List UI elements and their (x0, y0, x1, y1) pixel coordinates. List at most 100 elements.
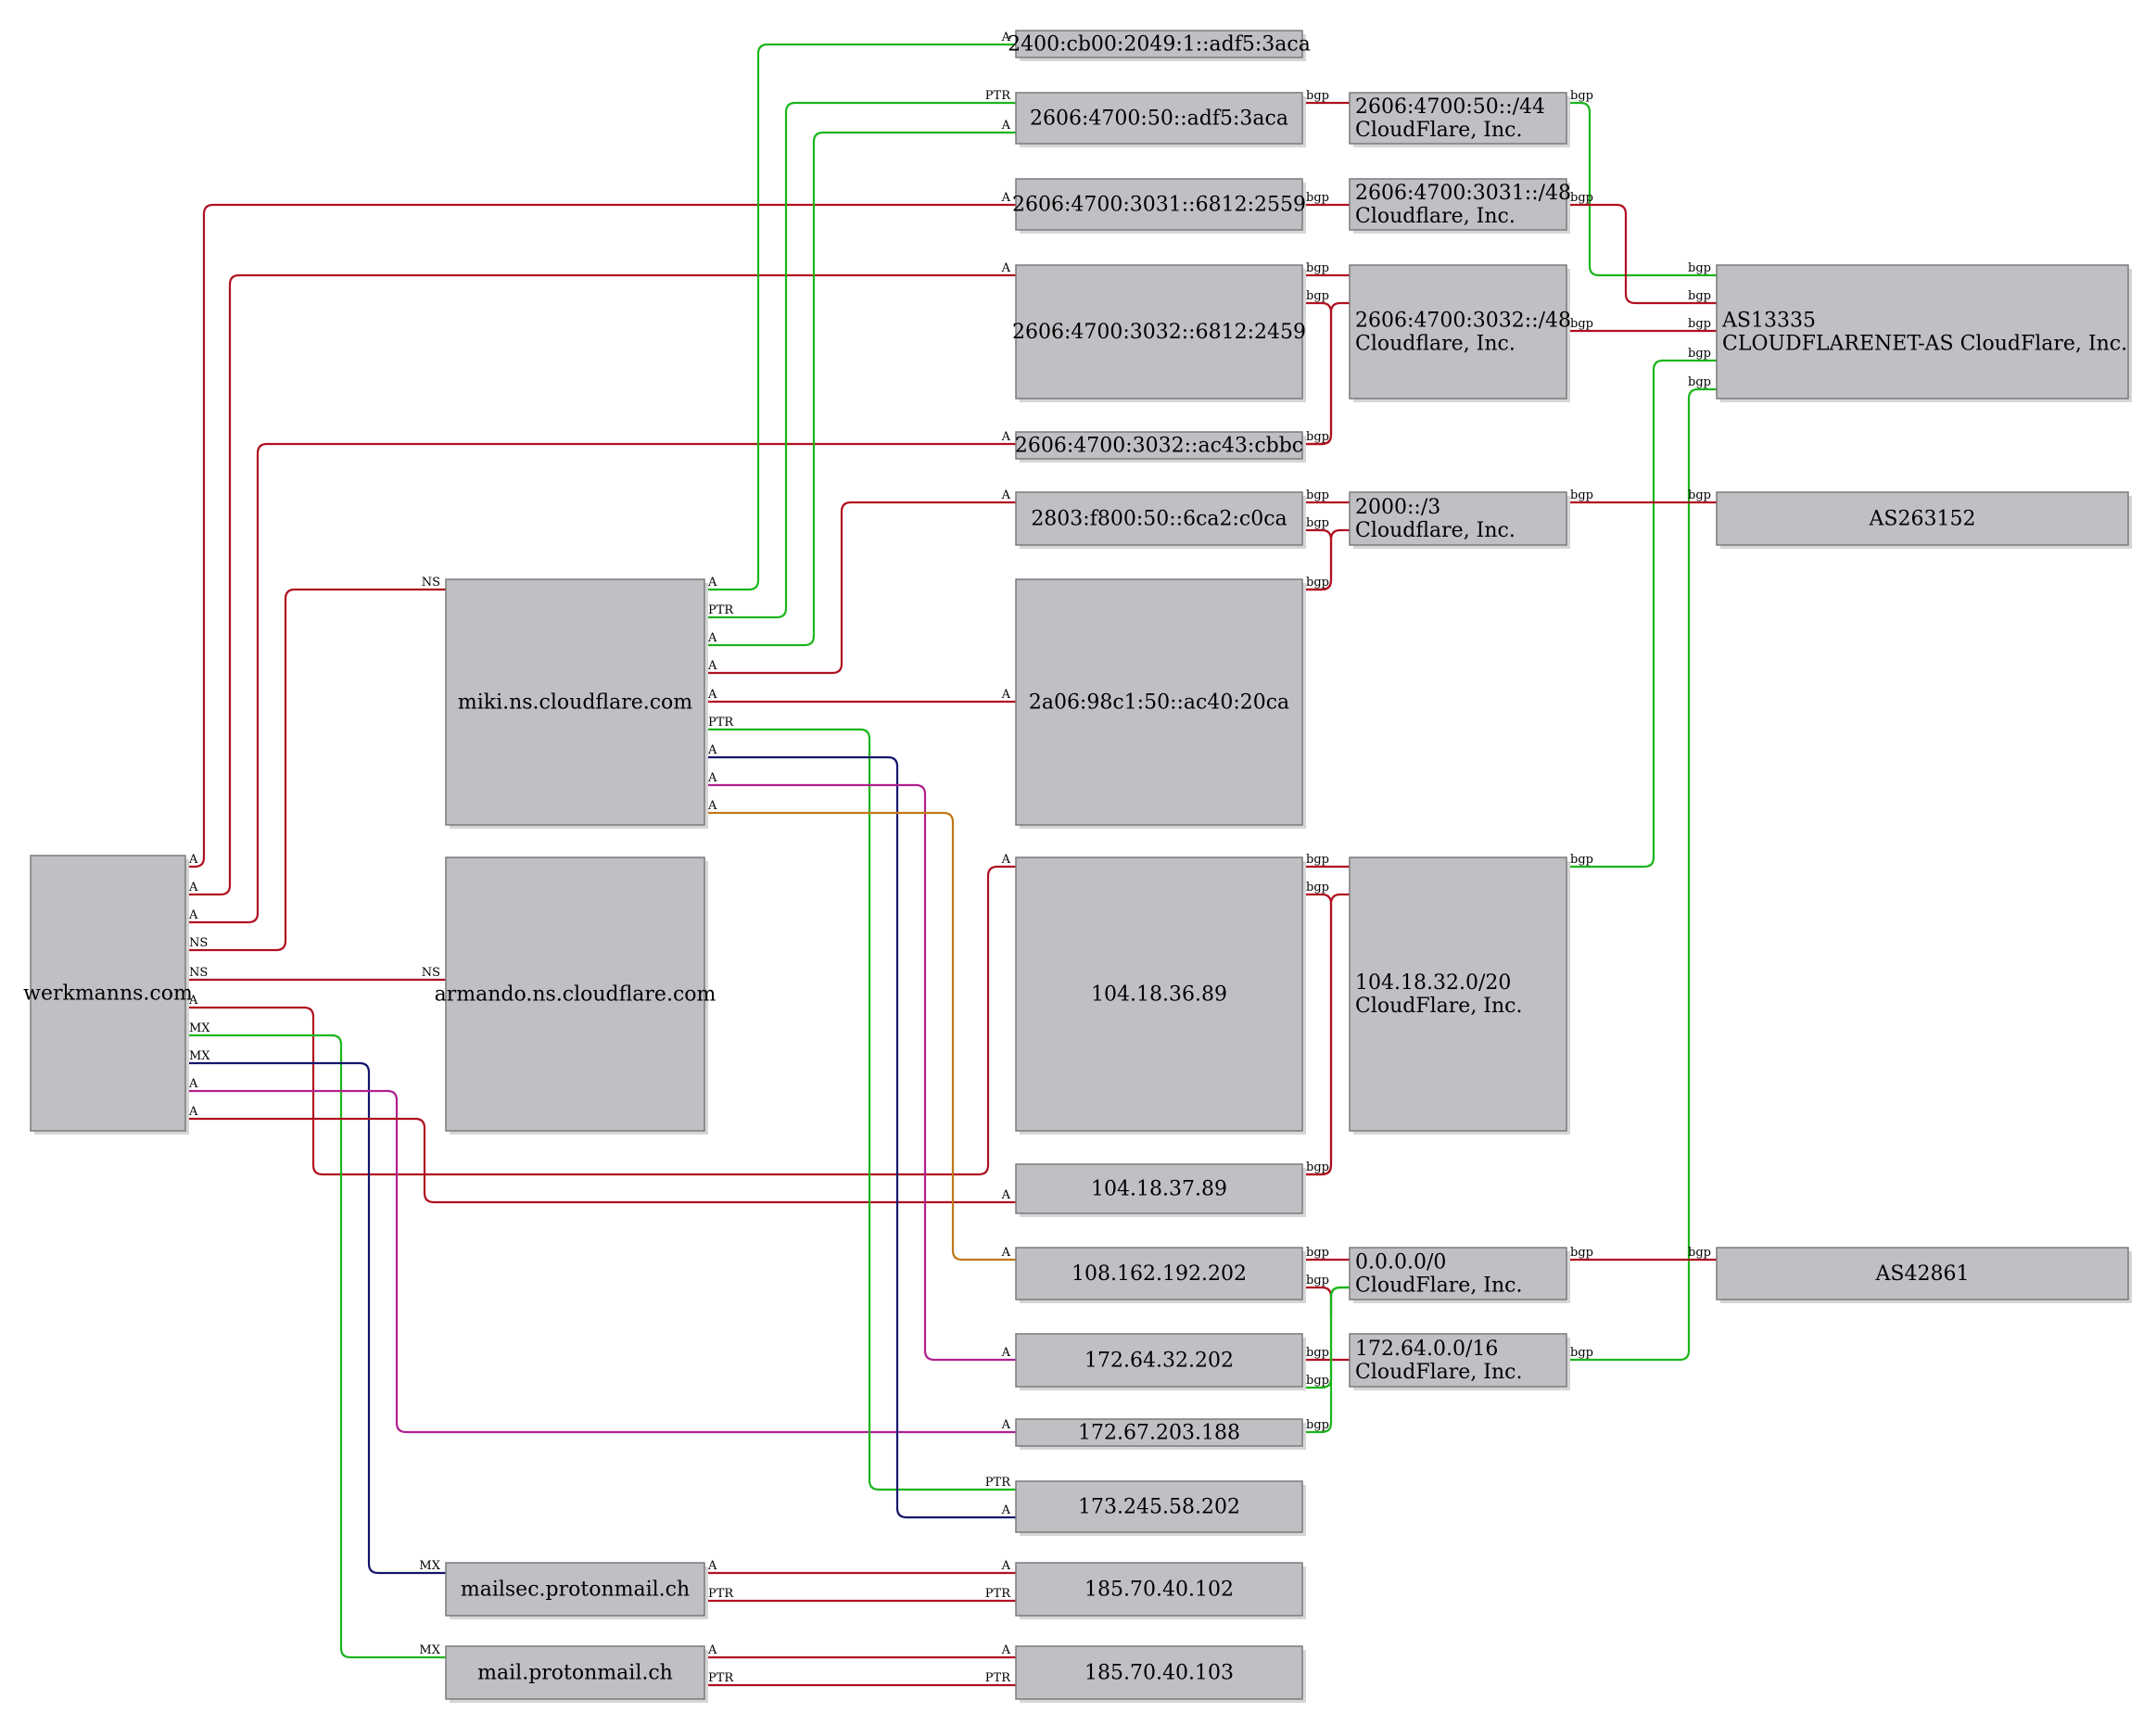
edge-source-label: bgp (1570, 89, 1593, 103)
node-label: 2606:4700:3032::/48 (1355, 310, 1571, 333)
edge-source-label: A (707, 799, 717, 813)
node-ip-173[interactable]: 173.245.58.202 (1015, 1480, 1306, 1536)
edge-target-label: A (1001, 1418, 1011, 1432)
node-box (1015, 491, 1303, 546)
node-ip-2a06[interactable]: 2a06:98c1:50::ac40:20ca (1015, 578, 1306, 829)
node-armando[interactable]: armando.ns.cloudflare.com (435, 856, 717, 1135)
edge-source-label: bgp (1570, 191, 1593, 205)
node-box (1015, 1562, 1303, 1617)
node-box (445, 856, 705, 1132)
node-box (1015, 92, 1303, 145)
node-ip-2606-3032-b[interactable]: 2606:4700:3032::ac43:cbbc (1015, 431, 1306, 463)
node-label: 2803:f800:50::6ca2:c0ca (1031, 508, 1287, 531)
node-ip-172-67[interactable]: 172.67.203.188 (1015, 1418, 1306, 1450)
node-werkmanns[interactable]: werkmanns.com (23, 855, 193, 1135)
edge-target-label: A (1001, 488, 1011, 502)
edge-source-label: bgp (1306, 853, 1329, 867)
edge-werkmanns-to-ip_2606_3032_b (185, 442, 1016, 924)
edge-miki-to-ip_2606_50 (704, 101, 1016, 619)
edge-source-label: bgp (1306, 430, 1329, 444)
edge-source-label: bgp (1306, 261, 1329, 275)
node-label: CloudFlare, Inc. (1355, 1361, 1522, 1384)
node-ip-104-36[interactable]: 104.18.36.89 (1015, 856, 1306, 1135)
node-ip-172-64[interactable]: 172.64.32.202 (1015, 1333, 1306, 1390)
node-ip-2803[interactable]: 2803:f800:50::6ca2:c0ca (1015, 491, 1306, 549)
node-box (1716, 1247, 2129, 1300)
edge-pfx_2606_3031-to-as13335 (1566, 203, 1717, 305)
edge-source-label: A (707, 1559, 717, 1573)
node-box (1716, 264, 2129, 400)
node-label: Cloudflare, Inc. (1355, 205, 1516, 228)
edge-source-label: MX (189, 1021, 210, 1035)
edge-miki-to-ip_2400 (704, 43, 1016, 591)
edge-target-label: A (1001, 853, 1011, 867)
node-box (1015, 1163, 1303, 1214)
edge-source-label: A (707, 631, 717, 645)
edge-werkmanns-to-ip_104_36 (185, 865, 1016, 1176)
edge-source-label: A (707, 743, 717, 757)
node-miki[interactable]: miki.ns.cloudflare.com (445, 578, 708, 829)
edge-ip_104_36-to-pfx_104 (1302, 893, 1333, 1176)
edge-source-label: bgp (1306, 1374, 1329, 1388)
node-box (1015, 856, 1303, 1132)
edge-source-label: bgp (1306, 488, 1329, 502)
node-box (1349, 1247, 1567, 1300)
node-label: 104.18.36.89 (1091, 983, 1227, 1007)
node-ip-2606-3031[interactable]: 2606:4700:3031::6812:2559 (1012, 178, 1306, 234)
node-ip-104-37[interactable]: 104.18.37.89 (1015, 1163, 1306, 1217)
node-label: CloudFlare, Inc. (1355, 119, 1522, 142)
node-ip-2400[interactable]: 2400:cb00:2049:1::adf5:3aca (1008, 30, 1311, 61)
node-label: 2a06:98c1:50::ac40:20ca (1029, 691, 1289, 715)
node-ip-108[interactable]: 108.162.192.202 (1015, 1247, 1306, 1303)
edge-target-label: bgp (1688, 317, 1711, 331)
node-box (1015, 264, 1303, 400)
node-label: CLOUDFLARENET-AS CloudFlare, Inc. (1722, 333, 2127, 356)
edge-target-label: PTR (985, 1587, 1011, 1601)
node-label: 185.70.40.103 (1084, 1662, 1234, 1685)
node-label: 2000::/3 (1355, 496, 1440, 519)
node-ip-185-102[interactable]: 185.70.40.102 (1015, 1562, 1306, 1619)
edge-miki-to-ip_172_64 (704, 783, 1016, 1362)
node-mail[interactable]: mail.protonmail.ch (445, 1645, 708, 1703)
node-label: CloudFlare, Inc. (1355, 1275, 1522, 1298)
edge-ip_2a06-to-pfx_2000 (1302, 528, 1350, 591)
node-label: 108.162.192.202 (1072, 1262, 1247, 1286)
node-box (1015, 1247, 1303, 1300)
node-as42861[interactable]: AS42861 (1716, 1247, 2132, 1303)
edge-source-label: A (707, 576, 717, 590)
node-ip-2606-50[interactable]: 2606:4700:50::adf5:3aca (1015, 92, 1306, 147)
edge-source-label: PTR (708, 716, 734, 729)
edge-werkmanns-to-ip_2606_3031 (185, 203, 1016, 869)
edge-target-label: MX (419, 1643, 440, 1657)
edge-source-label: A (188, 1105, 198, 1119)
node-label: 172.67.203.188 (1078, 1422, 1240, 1445)
edge-target-label: bgp (1688, 289, 1711, 303)
node-label: 2606:4700:50::/44 (1355, 95, 1545, 119)
node-label: Cloudflare, Inc. (1355, 519, 1516, 542)
edge-miki-to-ip_108 (704, 811, 1016, 1262)
edge-target-label: A (1001, 31, 1011, 44)
node-mailsec[interactable]: mailsec.protonmail.ch (445, 1562, 708, 1619)
node-box (445, 1562, 705, 1617)
node-box (1015, 431, 1303, 460)
edge-target-label: A (1001, 119, 1011, 133)
node-box (1716, 491, 2129, 546)
edge-target-label: A (1001, 1188, 1011, 1202)
node-box (1015, 1333, 1303, 1388)
node-as263152[interactable]: AS263152 (1716, 491, 2132, 549)
node-ip-2606-3032-a[interactable]: 2606:4700:3032::6812:2459 (1012, 264, 1306, 402)
node-box (1015, 578, 1303, 826)
node-label: 2606:4700:3032::ac43:cbbc (1015, 435, 1303, 458)
edge-source-label: bgp (1306, 1246, 1329, 1260)
node-ip-185-103[interactable]: 185.70.40.103 (1015, 1645, 1306, 1703)
edge-source-label: A (188, 881, 198, 894)
node-box (445, 578, 705, 826)
